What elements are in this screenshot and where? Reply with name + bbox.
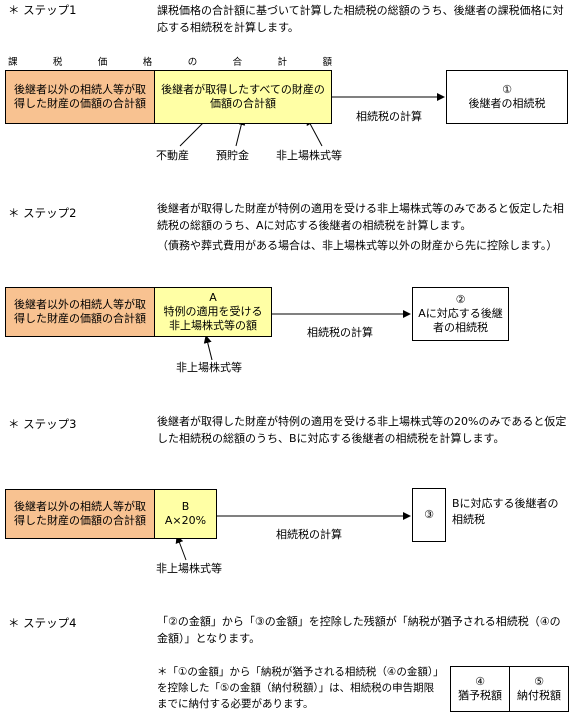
box-b-text: A×20%	[164, 514, 207, 527]
step4-label: ＊ ステップ4	[8, 616, 77, 630]
step3-pointer-stock	[175, 535, 187, 561]
item-unlisted-stock: 非上場株式等	[276, 149, 342, 162]
step3-result-text: Bに対応する後継者の相続税	[452, 497, 559, 526]
step2-arrow-label: 相続税の計算	[307, 326, 373, 339]
box4-text: 猶予税額	[458, 689, 502, 702]
step1-successor-assets-box: 後継者が取得したすべての財産の価額の合計額	[154, 70, 332, 124]
box-a-text: 特例の適用を受ける非上場株式等の額	[163, 305, 263, 332]
step1-label: ＊ ステップ1	[8, 3, 77, 17]
deferred-tax-box: ④ 猶予税額	[450, 666, 510, 712]
step4-note: ＊「①の金額」から「納税が猶予される相続税（④の金額）」を控除した「⑤の金額（納…	[157, 666, 439, 710]
result-number: ①	[502, 83, 512, 96]
box5-text: 納付税額	[517, 689, 561, 702]
step3-arrow-label: 相続税の計算	[276, 528, 342, 541]
step3-result-number-box: ③	[412, 488, 446, 542]
result-number: ②	[455, 293, 466, 306]
step2-pointer-stock	[203, 335, 213, 361]
payable-tax-box: ⑤ 納付税額	[509, 666, 569, 712]
step3-box-b: B A×20%	[154, 489, 217, 539]
step2-note: （債務や葬式費用がある場合は、非上場株式等以外の財産から先に控除します。）	[157, 239, 558, 252]
item-savings: 預貯金	[216, 149, 249, 162]
result-text: 後継者の相続税	[468, 97, 546, 110]
header-char: 計	[277, 57, 288, 68]
header-char: の	[187, 57, 198, 68]
step2-description: 後継者が取得した財産が特例の適用を受ける非上場株式等のみであると仮定した相続税の…	[157, 202, 564, 232]
step2-box-a: A 特例の適用を受ける非上場株式等の額	[154, 287, 272, 337]
step1-other-heirs-box: 後継者以外の相続人等が取得した財産の価額の合計額	[5, 70, 155, 124]
step3-description: 後継者が取得した財産が特例の適用を受ける非上場株式等の20%のみであると仮定した…	[157, 415, 567, 445]
step3-item-unlisted-stock: 非上場株式等	[156, 562, 222, 575]
step1-result-box: ① 後継者の相続税	[446, 70, 568, 124]
step2-item-unlisted-stock: 非上場株式等	[176, 361, 242, 374]
box4-number: ④	[475, 675, 485, 688]
step2-label: ＊ ステップ2	[8, 206, 77, 220]
box-a-title: A	[209, 291, 217, 304]
header-char: 税	[52, 57, 63, 68]
step1-header-total-taxable-value: 課 税 価 格 の 合 計 額	[8, 56, 332, 70]
item-real-estate: 不動産	[156, 149, 189, 162]
step1-description: 課税価格の合計額に基づいて計算した相続税の総額のうち、後継者の課税価格に対応する…	[157, 4, 564, 34]
step1-arrow-label: 相続税の計算	[356, 110, 422, 123]
header-char: 額	[322, 57, 332, 68]
step2-result-box: ② Aに対応する後継者の相続税	[412, 287, 509, 341]
header-char: 合	[232, 57, 243, 68]
step4-description: 「②の金額」から「③の金額」を控除した残額が「納税が猶予される相続税（④の金額）…	[157, 615, 561, 645]
box5-number: ⑤	[534, 675, 544, 688]
header-char: 課	[8, 57, 18, 68]
step2-other-heirs-box: 後継者以外の相続人等が取得した財産の価額の合計額	[5, 287, 155, 337]
step3-label: ＊ ステップ3	[8, 417, 77, 431]
header-char: 価	[97, 57, 108, 68]
result-text: Aに対応する後継者の相続税	[418, 307, 503, 334]
step3-other-heirs-box: 後継者以外の相続人等が取得した財産の価額の合計額	[5, 489, 155, 539]
header-char: 格	[142, 57, 153, 68]
box-b-title: B	[181, 500, 190, 513]
